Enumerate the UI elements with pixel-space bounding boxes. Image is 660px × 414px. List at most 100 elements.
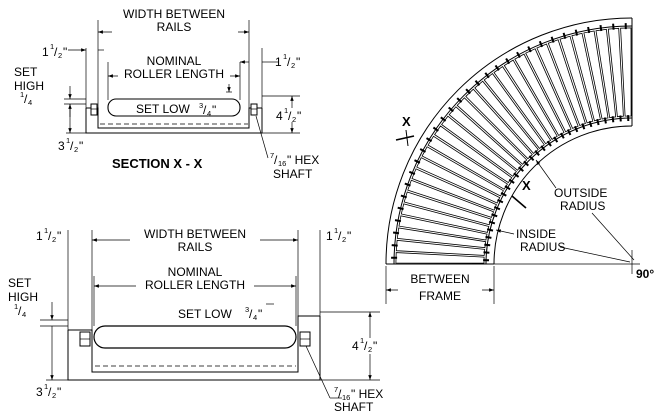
curve-roller [595,28,617,119]
svg-text:7: 7 [270,151,274,160]
bottom-right-offset: 1 1 / 2 " [326,226,351,244]
svg-text:/: / [70,139,74,153]
svg-text:1: 1 [66,136,70,145]
bottom-left-offset: 1 1 / 2 " [36,226,61,244]
bottom-nominal-label-1: NOMINAL [168,265,223,279]
curve-roller [398,215,488,241]
svg-text:SHAFT: SHAFT [334,400,374,414]
svg-text:/: / [24,92,28,106]
curve-roller [536,43,579,129]
svg-text:4: 4 [352,339,359,353]
section-marker-inner: X [522,178,531,193]
svg-text:SET: SET [8,276,32,290]
svg-text:2: 2 [58,51,62,60]
svg-text:16: 16 [342,393,350,402]
svg-text:": " [212,103,216,117]
svg-text:/: / [338,387,342,401]
top-frame-channel [85,108,263,134]
svg-text:1: 1 [14,302,18,311]
outside-radius-label-2: RADIUS [560,199,605,213]
svg-text:1: 1 [326,229,333,243]
svg-text:": " [57,385,61,399]
inside-radius-label-1: INSIDE [516,227,556,241]
svg-text:3: 3 [199,101,203,110]
svg-text:7: 7 [334,385,338,394]
curve-roller [559,35,594,124]
svg-text:2: 2 [52,235,56,244]
svg-text:": " [258,307,262,321]
top-left-offset: 1 1 / 2 " [42,42,67,60]
top-set-low-label: SET LOW [136,102,190,116]
svg-text:1: 1 [275,55,282,69]
svg-text:": " [347,229,351,243]
svg-text:1: 1 [334,226,338,235]
bottom-set-high: SET HIGH 1 / 4 [8,276,38,319]
curve-roller [525,48,572,133]
svg-text:4: 4 [22,310,26,319]
curve-roller [465,88,533,160]
svg-text:SHAFT: SHAFT [273,167,313,181]
bottom-height: 4 1 / 2 " [352,336,377,354]
svg-text:2: 2 [291,61,295,70]
svg-text:2: 2 [342,235,346,244]
svg-text:2: 2 [368,345,372,354]
curve-rollers [391,23,632,264]
svg-text:4: 4 [28,98,32,107]
svg-text:1: 1 [36,229,43,243]
svg-text:4: 4 [276,109,283,123]
svg-text:/: / [287,55,291,69]
curve-roller [547,39,586,127]
svg-text:2: 2 [74,145,78,154]
curve-roller [395,239,486,256]
svg-text:3: 3 [36,385,43,399]
svg-text:1: 1 [20,90,24,99]
bottom-width-label-1: WIDTH BETWEEN [144,227,246,241]
curve-roller [448,106,522,171]
svg-text:/: / [338,229,342,243]
curve-roller [483,73,545,149]
bottom-bottom-offset: 3 1 / 2 " [36,382,61,400]
svg-text:2: 2 [292,115,296,124]
curve-roller [620,27,632,117]
curve-frame [385,17,633,265]
bottom-nominal-label-2: ROLLER LENGTH [145,278,245,292]
top-width-label-1: WIDTH BETWEEN [123,7,225,21]
top-height: 4 1 / 2 " [276,106,301,124]
section-bottom: WIDTH BETWEEN RAILS NOMINAL ROLLER LENGT… [8,226,383,414]
angle-label: 90° [636,267,654,281]
curve-plan-view: X X OUTSIDE RADIUS INSIDE RADIUS 90° BET… [385,17,654,304]
inside-radius-label-2: RADIUS [520,240,565,254]
svg-text:/: / [48,385,52,399]
section-top: WIDTH BETWEEN RAILS NOMINAL ROLLER LENGT… [14,4,319,181]
svg-text:/: / [249,307,253,321]
bottom-frame-channel [67,316,321,381]
top-set-high: SET HIGH 1 / 4 [14,65,44,107]
svg-text:1: 1 [44,226,48,235]
top-right-offset: 1 1 / 2 " [275,52,300,70]
top-shaft-label: 7 / 16 " HEX SHAFT [270,151,319,181]
svg-text:/: / [203,103,207,117]
svg-text:": " [63,45,67,59]
top-bottom-offset: 3 1 / 2 " [58,136,83,154]
bottom-roller [93,325,297,349]
svg-text:1: 1 [44,382,48,391]
top-width-label-2: RAILS [157,20,192,34]
svg-text:1: 1 [283,52,287,61]
svg-text:1: 1 [360,336,364,345]
svg-text:/: / [48,229,52,243]
svg-text:/: / [18,304,22,318]
svg-text:3: 3 [58,139,65,153]
curve-roller [427,135,508,190]
svg-text:1: 1 [284,106,288,115]
curve-roller [400,203,490,233]
svg-text:": " [296,55,300,69]
section-marker-outer: X [402,114,411,129]
outside-radius-label-1: OUTSIDE [554,186,607,200]
svg-text:16: 16 [278,159,286,168]
between-frame-label-1: BETWEEN [410,272,469,286]
top-nominal-label-1: NOMINAL [147,54,202,68]
between-frame-label-2: FRAME [419,289,461,303]
svg-text:4: 4 [207,109,211,118]
